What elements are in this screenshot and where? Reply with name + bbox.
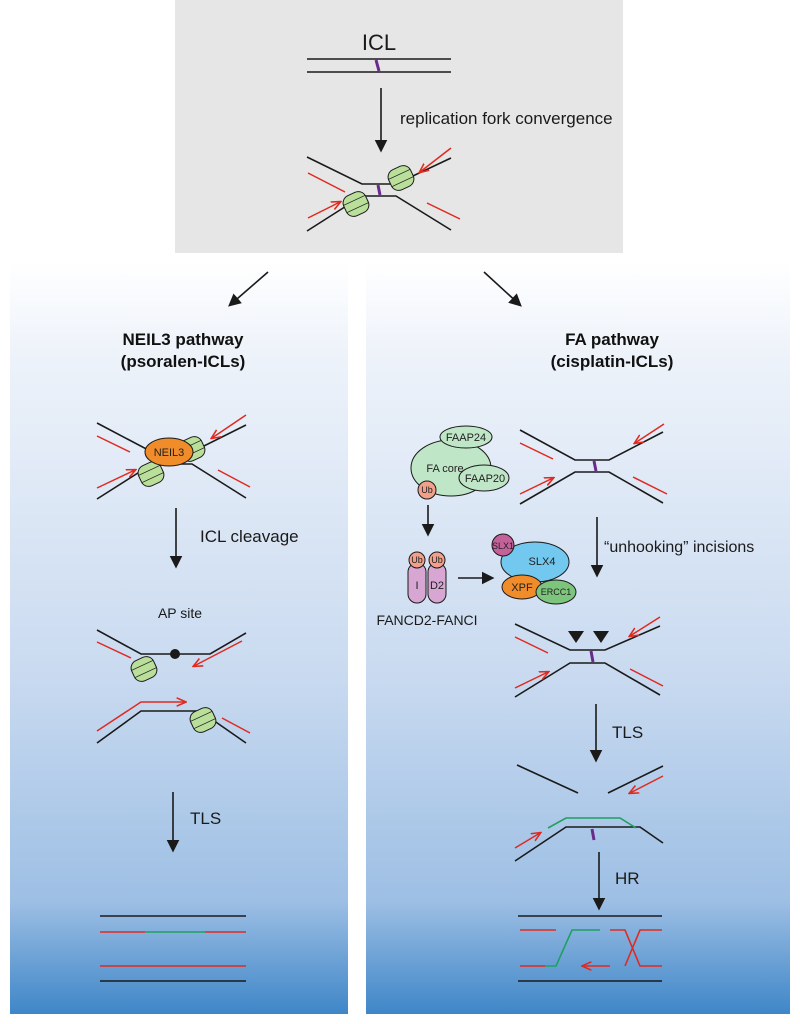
branch-arrow-left: [228, 271, 269, 307]
fa-core-label: FA core: [426, 463, 463, 475]
cmg-helicase-right: [387, 165, 415, 191]
icl-label: ICL: [362, 30, 396, 55]
neil3-fork: NEIL3: [96, 414, 251, 500]
fancd2-fanci-label: FANCD2-FANCI: [376, 612, 477, 628]
hr-label: HR: [615, 869, 640, 888]
fa-hr-products: [518, 915, 662, 982]
neil3-cleaved-forks: [96, 629, 251, 744]
top-panel: [175, 0, 623, 253]
incision-marker: [568, 631, 584, 643]
fa-core-ub-label: Ub: [421, 485, 433, 495]
neil3-protein-label: NEIL3: [154, 447, 185, 459]
incision-marker: [593, 631, 609, 643]
slx1-label: SLX1: [492, 541, 514, 551]
cmg-helicase: [130, 656, 158, 682]
icl-duplex: [307, 58, 451, 73]
icl-cleavage-label: ICL cleavage: [200, 527, 299, 546]
left-panel: [10, 262, 348, 1014]
fa-title-line2: (cisplatin-ICLs): [551, 352, 674, 371]
converged-forks: [306, 147, 461, 232]
fa-core-complex: FAAP24 FA core FAAP20 Ub: [410, 425, 510, 500]
cmg-helicase-left: [137, 461, 165, 487]
cmg-helicase: [189, 707, 217, 733]
neil3-tls-label: TLS: [190, 809, 221, 828]
fa-post-tls-forks: [514, 764, 664, 862]
fancd2-ub-label: Ub: [431, 555, 443, 565]
faap24-label: FAAP24: [446, 432, 486, 444]
fa-incised-fork: [514, 616, 664, 698]
cmg-helicase-left: [342, 191, 370, 217]
neil3-repaired-products: [100, 915, 246, 982]
ap-site-label: AP site: [158, 605, 202, 621]
slx4-complex: SLX1 SLX4 XPF ERCC1: [491, 533, 577, 605]
unhooking-label: “unhooking” incisions: [604, 539, 754, 556]
neil3-title-line1: NEIL3 pathway: [123, 330, 244, 349]
faap20-label: FAAP20: [465, 473, 505, 485]
fa-title-line1: FA pathway: [565, 330, 659, 349]
branch-arrow-right: [483, 271, 522, 307]
neil3-protein: [144, 437, 194, 467]
ap-site-dot: [170, 649, 180, 659]
fanci-label: I: [415, 580, 418, 592]
fancd2-fanci-complex: Ub Ub I D2: [407, 551, 447, 604]
fancd2-label: D2: [430, 580, 444, 592]
fa-stalled-fork: [519, 423, 668, 505]
ercc1-label: ERCC1: [541, 587, 572, 597]
fa-tls-label: TLS: [612, 723, 643, 742]
neil3-title-line2: (psoralen-ICLs): [121, 352, 246, 371]
xpf-label: XPF: [511, 582, 533, 594]
slx4-label: SLX4: [529, 556, 556, 568]
fanci-ub-label: Ub: [411, 555, 423, 565]
fork-convergence-label: replication fork convergence: [400, 109, 613, 128]
